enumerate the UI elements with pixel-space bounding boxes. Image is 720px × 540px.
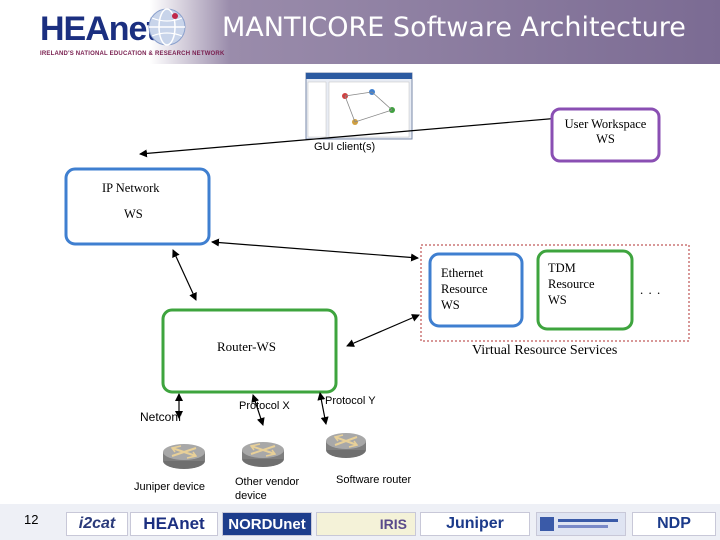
ethernet-resource-label: Ethernet Resource WS <box>441 265 488 313</box>
ip-network-ws-label: WS <box>124 207 143 221</box>
gui-client-label: GUI client(s) <box>314 141 376 153</box>
i2cat-logo: i2cat <box>66 512 128 536</box>
tdm-resource-label: TDM Resource WS <box>548 260 595 308</box>
router-ws-label: Router-WS <box>217 339 276 354</box>
resource-to-router-arrow <box>346 314 420 347</box>
heanet-footer-logo: HEAnet <box>130 512 218 536</box>
ndp-logo: NDP <box>632 512 716 536</box>
page-number: 12 <box>24 512 39 527</box>
other-vendor-line1: Other vendor <box>235 476 300 488</box>
rediris-logo: IRIS <box>316 512 416 536</box>
other-vendor-line2: device <box>235 490 267 502</box>
virtual-resource-label: Virtual Resource Services <box>472 343 618 358</box>
ip-to-resource-arrow <box>211 238 419 262</box>
tdm-line1: TDM <box>548 261 576 275</box>
tdm-line3: WS <box>548 293 567 307</box>
nordunet-logo: NORDUnet <box>222 512 312 536</box>
software-router-label: Software router <box>336 474 412 486</box>
protocol-y-label: Protocol Y <box>325 395 376 407</box>
ip-to-router-arrow <box>172 249 197 301</box>
ethernet-line1: Ethernet <box>441 266 484 280</box>
protocol-x-arrow <box>251 394 265 426</box>
more-resources-ellipsis: . . . <box>640 282 662 297</box>
gui-client-screenshot <box>305 72 413 140</box>
ip-network-label: IP Network <box>102 181 160 195</box>
ethernet-line3: WS <box>441 298 460 312</box>
partner-logo <box>536 512 626 536</box>
netconf-label: Netconf <box>140 410 182 424</box>
page-title: MANTICORE Software Architecture <box>222 12 686 43</box>
gui-workspace-arrow <box>139 114 561 158</box>
user-workspace-box <box>550 107 661 163</box>
juniper-logo: Juniper <box>420 512 530 536</box>
protocol-x-label: Protocol X <box>239 400 290 412</box>
protocol-y-arrow <box>317 392 329 425</box>
tdm-line2: Resource <box>548 277 595 291</box>
user-workspace-label: User Workspace WS <box>552 117 659 147</box>
ethernet-line2: Resource <box>441 282 488 296</box>
software-router-icon <box>326 433 366 458</box>
header-bar: HEAnet IRELAND'S NATIONAL EDUCATION & RE… <box>0 0 720 64</box>
user-workspace-line2: WS <box>596 132 615 146</box>
other-vendor-router-icon <box>242 442 284 467</box>
partner-logo-graphic <box>540 517 618 531</box>
globe-icon <box>148 8 186 46</box>
juniper-router-icon <box>163 444 205 469</box>
router-ws-box <box>161 308 338 394</box>
ethernet-resource-box <box>428 252 524 328</box>
tdm-resource-box <box>536 249 634 331</box>
user-workspace-line1: User Workspace <box>564 117 647 131</box>
heanet-tagline: IRELAND'S NATIONAL EDUCATION & RESEARCH … <box>40 51 225 57</box>
juniper-device-label: Juniper device <box>134 481 205 493</box>
other-vendor-label: Other vendor device <box>235 475 299 503</box>
heanet-logo: HEAnet <box>40 10 158 48</box>
virtual-resource-area <box>420 244 690 342</box>
ip-network-box <box>64 167 211 246</box>
